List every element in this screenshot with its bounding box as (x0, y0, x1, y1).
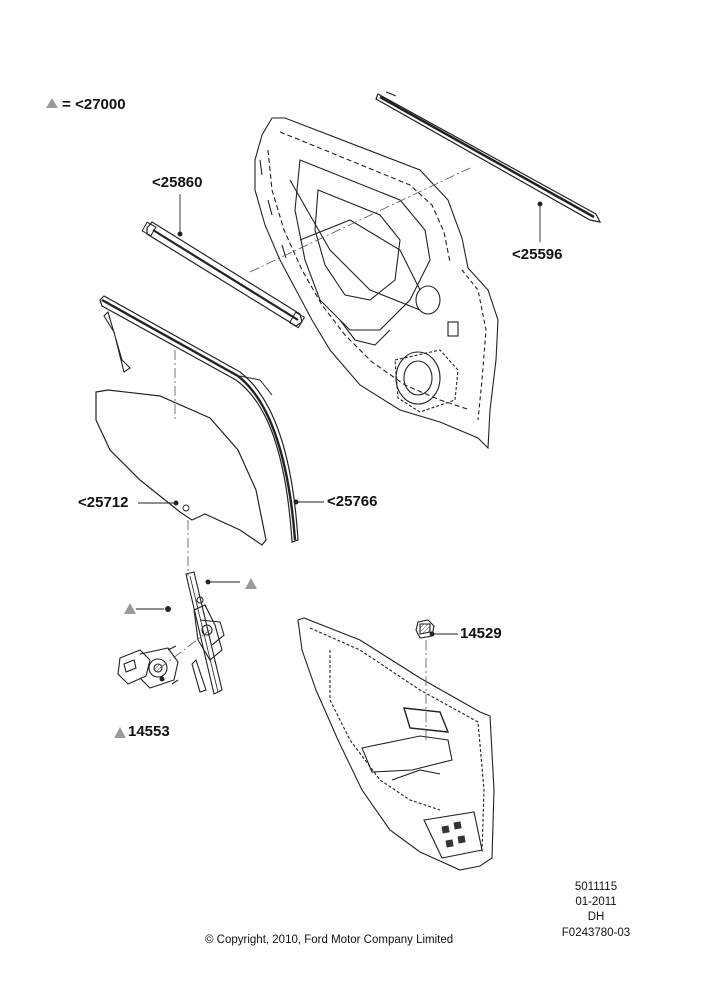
footer-initials: DH (587, 911, 605, 923)
window-regulator (185, 571, 225, 695)
triangle-markers (114, 578, 257, 738)
triangle-marker-fastener-upper (245, 578, 257, 589)
leader-lines (136, 194, 543, 682)
glass-run-channel (99, 295, 299, 543)
door-trim-panel (297, 617, 495, 871)
footer-code: 5011115 (574, 881, 618, 893)
footer-date: 01-2011 (575, 896, 617, 908)
legend: = <27000 (46, 96, 126, 113)
belt-weatherstrip-inner (141, 221, 306, 329)
belt-weatherstrip-outer (375, 91, 602, 223)
triangle-marker-fastener-lower (124, 603, 136, 614)
legend-text: = <27000 (62, 96, 126, 113)
regulator-motor (117, 645, 179, 689)
callout-25766: <25766 (327, 493, 378, 510)
callout-25712: <25712 (78, 494, 129, 511)
callout-14529: 14529 (460, 625, 502, 642)
assembly-lines (159, 167, 471, 740)
door-glass (95, 389, 267, 546)
footer-figure-number: F0243780-03 (561, 927, 631, 939)
copyright-notice: © Copyright, 2010, Ford Motor Company Li… (205, 934, 454, 946)
callout-14553: 14553 (128, 723, 170, 740)
triangle-marker-motor (114, 727, 126, 738)
legend-triangle-icon (46, 98, 58, 108)
callout-25860: <25860 (152, 174, 203, 191)
door-shell (254, 117, 499, 450)
callout-25596: <25596 (512, 246, 563, 263)
